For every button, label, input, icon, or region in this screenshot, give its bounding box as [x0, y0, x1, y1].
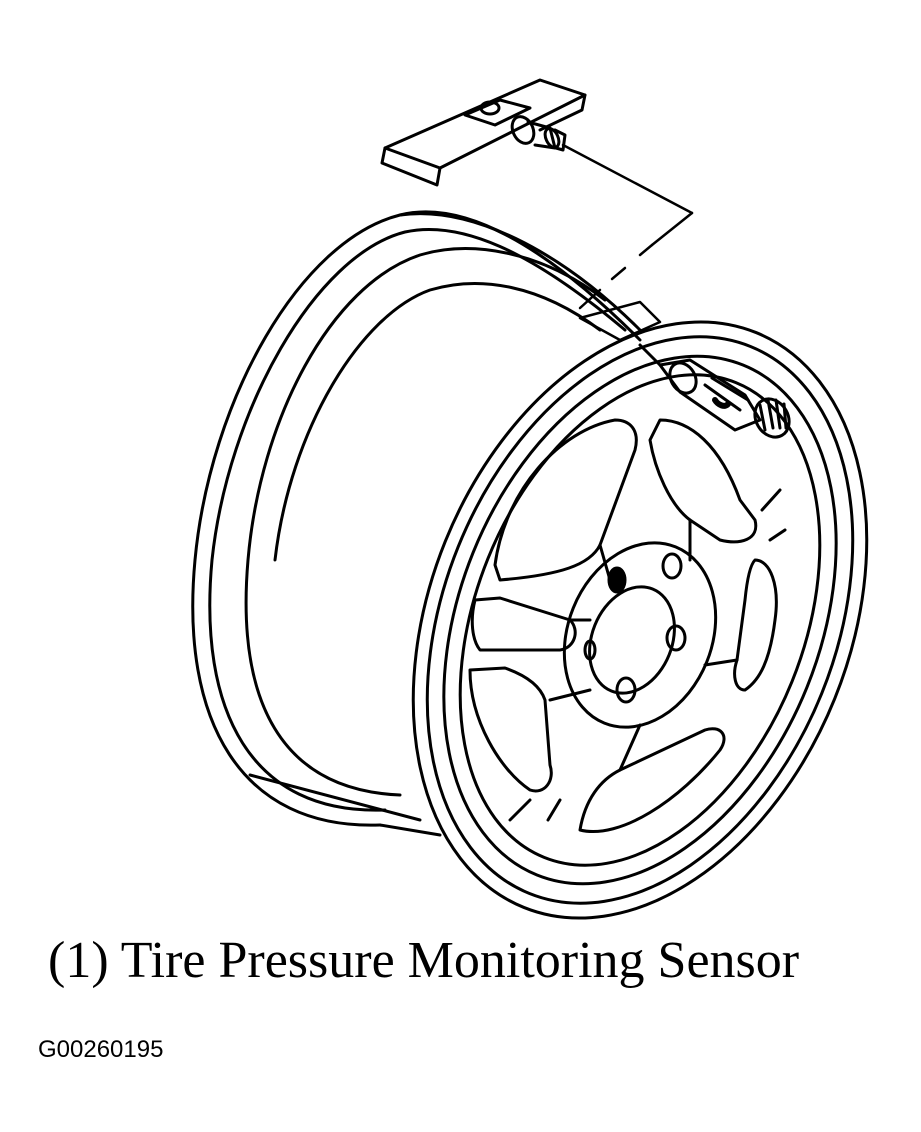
wheel-spokes: [468, 418, 787, 833]
wheel-barrel: [191, 210, 642, 837]
figure-id: G00260195: [38, 1036, 164, 1063]
lug-hole: [661, 552, 683, 580]
lug-hole: [665, 624, 687, 652]
leader-line: [561, 143, 694, 342]
valve-stem: [638, 343, 791, 439]
wheel-hub: [562, 541, 718, 729]
lug-hole: [615, 676, 637, 704]
front-rim: [411, 320, 869, 920]
figure-caption: (1) Tire Pressure Monitoring Sensor: [48, 932, 800, 989]
lug-hole: [583, 639, 597, 661]
tire-pressure-sensor: [380, 78, 587, 187]
wheel-sensor-illustration: [191, 78, 869, 920]
